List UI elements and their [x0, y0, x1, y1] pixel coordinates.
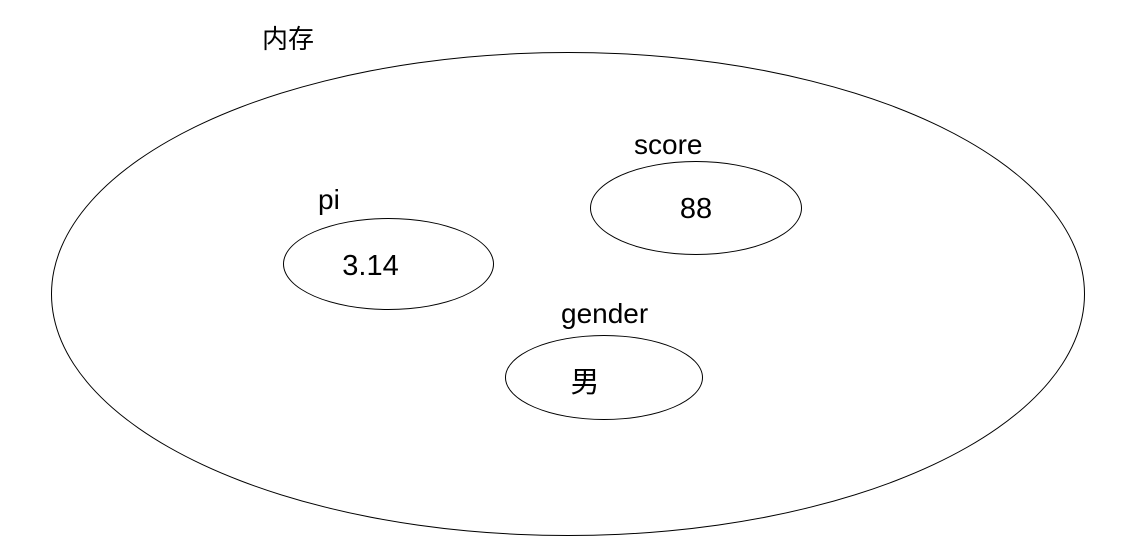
variable-pi-value: 3.14	[342, 249, 399, 282]
variable-pi-ellipse: 3.14	[283, 218, 494, 310]
variable-pi-label: pi	[318, 184, 340, 215]
variable-gender-label: gender	[561, 298, 649, 329]
memory-ellipse	[51, 52, 1085, 536]
variable-gender-ellipse: 男	[505, 335, 703, 420]
memory-label: 内存	[262, 24, 315, 54]
variable-score-label: score	[634, 129, 703, 160]
variable-gender-value: 男	[570, 367, 600, 399]
variable-score-value: 88	[679, 192, 713, 225]
variable-score-ellipse: 88	[590, 161, 802, 255]
